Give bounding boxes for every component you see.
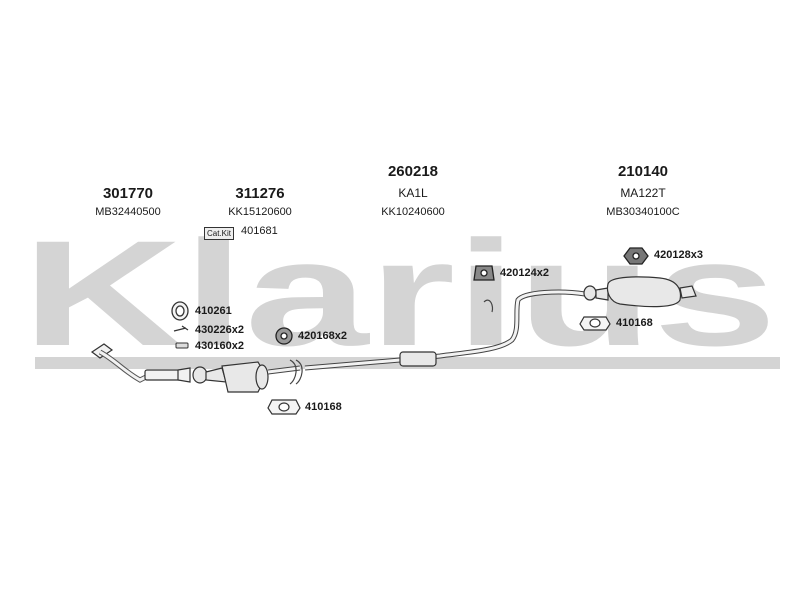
centre-pipe-260218 <box>267 289 586 385</box>
clamp-icon-430226 <box>173 325 189 332</box>
part-code-centre-pipe: KA1L <box>398 186 428 200</box>
rubber-mount-icon-420168 <box>275 327 293 345</box>
fitting-label-430160: 430160x2 <box>195 340 244 352</box>
fitting-label-410261: 410261 <box>195 305 232 317</box>
part-code2-rear-silencer: MB30340100C <box>606 206 680 218</box>
fitting-label-420168: 420168x2 <box>298 330 347 342</box>
gasket-icon-410168-rear <box>579 316 611 331</box>
part-code2-centre-pipe: KK10240600 <box>381 206 445 218</box>
cat-kit-badge: Cat.Kit <box>204 227 235 240</box>
fitting-label-420128: 420128x3 <box>654 249 703 261</box>
rubber-mount-icon-420124 <box>473 265 495 281</box>
part-code-catalyst: KK15120600 <box>228 206 292 218</box>
fitting-label-410168-rear: 410168 <box>616 317 653 329</box>
gasket-icon-410261 <box>171 301 189 321</box>
gasket-icon-410168-front <box>267 399 301 415</box>
part-code-front-pipe: MB32440500 <box>95 206 161 218</box>
part-number-centre-pipe: 260218 <box>387 163 439 180</box>
fitting-label-410168-front: 410168 <box>305 401 342 413</box>
front-pipe-301770 <box>90 343 191 383</box>
clamp-icon-430160 <box>175 342 189 349</box>
part-number-catalyst: 311276 <box>235 185 285 202</box>
part-code-rear-silencer: MA122T <box>620 186 666 200</box>
part-number-front-pipe: 301770 <box>102 185 154 202</box>
rear-silencer-210140 <box>583 276 697 308</box>
catalytic-converter-311276 <box>192 361 269 393</box>
fitting-label-430226: 430226x2 <box>195 324 244 336</box>
fitting-label-420124: 420124x2 <box>500 267 549 279</box>
cat-kit-number: 401681 <box>241 225 278 237</box>
rubber-mount-icon-420128 <box>623 247 649 265</box>
part-number-rear-silencer: 210140 <box>617 163 669 180</box>
